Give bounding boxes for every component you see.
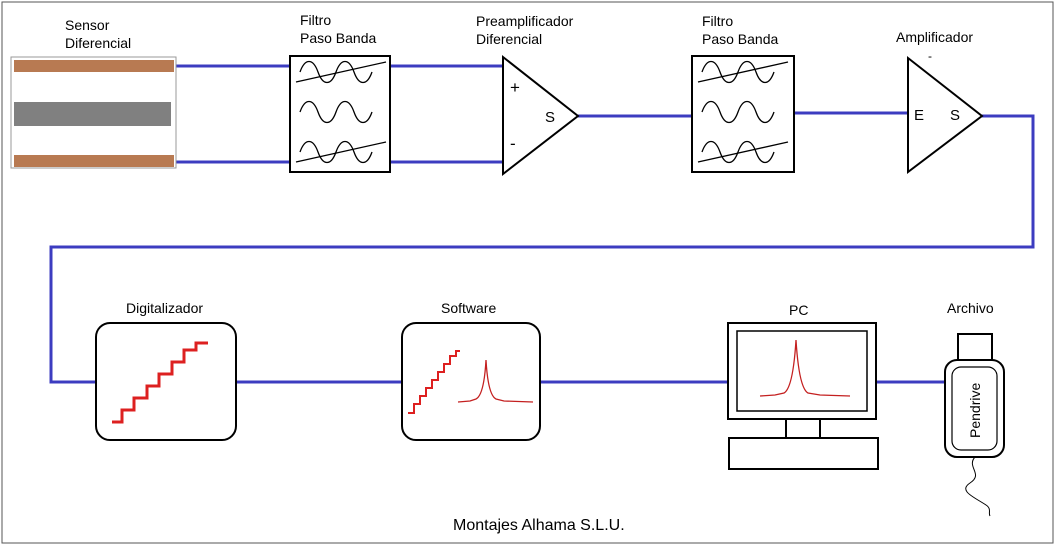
sensor-bottom-plate (14, 155, 174, 167)
pc (727, 322, 879, 470)
preamp-output-label: S (545, 109, 555, 126)
band-pass-filter-2 (691, 55, 795, 173)
filter2-label-line2: Paso Banda (702, 31, 778, 47)
filter1-label-line1: Filtro (300, 12, 331, 28)
pc-stand (785, 418, 821, 439)
differential-preamplifier (502, 54, 580, 177)
sensor-label-line2: Diferencial (65, 35, 131, 51)
sensor-core (14, 102, 171, 126)
pc-label: PC (789, 302, 808, 318)
pendrive-label-area (951, 366, 998, 451)
software-peak-trace (457, 359, 534, 403)
preamp-label-line1: Preamplificador (476, 13, 574, 29)
preamp-plus-input: + (510, 78, 520, 97)
sensor-label-line1: Sensor (65, 17, 110, 33)
preamp-minus-input: - (510, 134, 516, 153)
pc-peak-trace (759, 339, 851, 397)
filter2-label-line1: Filtro (702, 13, 733, 29)
pendrive-connector (957, 333, 993, 361)
digitizer (95, 322, 237, 441)
pc-keyboard (728, 437, 879, 470)
software (401, 322, 541, 441)
software-label: Software (441, 300, 496, 316)
digitizer-staircase (112, 341, 208, 424)
pendrive-label: Pendrive (967, 383, 983, 438)
amplifier (907, 55, 984, 175)
archive-label: Archivo (947, 300, 994, 316)
pc-screen (736, 330, 868, 412)
differential-sensor (10, 56, 177, 169)
preamp-label-line2: Diferencial (476, 31, 542, 47)
filter1-label-line2: Paso Banda (300, 30, 376, 46)
archive-pendrive (944, 333, 1005, 517)
amplifier-tick: - (928, 49, 932, 63)
pendrive-cord (965, 456, 991, 517)
signal-wires (49, 64, 1035, 384)
band-pass-filter-1 (289, 55, 391, 173)
amplifier-input-label: E (914, 107, 924, 124)
digitizer-label: Digitalizador (126, 300, 203, 316)
company-footer: Montajes Alhama S.L.U. (453, 517, 625, 534)
software-staircase (408, 350, 460, 414)
sensor-top-plate (14, 60, 174, 72)
amplifier-output-label: S (950, 107, 960, 124)
amplifier-label: Amplificador (896, 29, 973, 45)
